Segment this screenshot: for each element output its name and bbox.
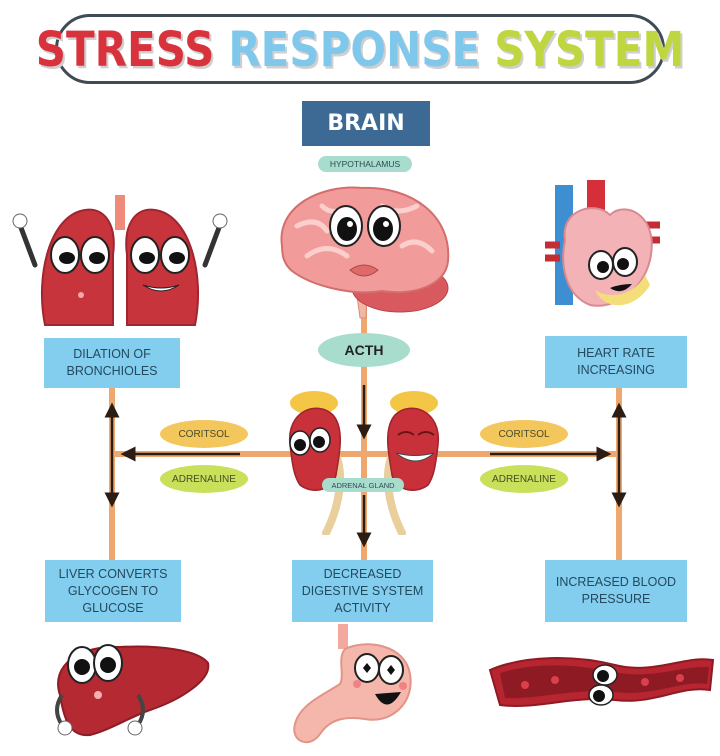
acth-hormone-label: ACTH xyxy=(318,333,410,367)
effect-box-digestive: DECREASED DIGESTIVE SYSTEM ACTIVITY xyxy=(292,560,433,622)
heart-icon xyxy=(545,180,660,307)
liver-icon xyxy=(55,644,210,737)
lungs-icon xyxy=(12,195,228,326)
effect-box-liver: LIVER CONVERTS GLYCOGEN TO GLUCOSE xyxy=(45,560,181,622)
adrenal-gland-label: ADRENAL GLAND xyxy=(322,478,404,492)
cortisol-label-right: CORITSOL xyxy=(480,420,568,448)
brain-label-box: BRAIN xyxy=(302,101,430,146)
brain-icon xyxy=(280,186,450,319)
title-word-response: RESPONSE xyxy=(228,20,481,78)
stomach-icon xyxy=(293,624,412,744)
title-word-stress: STRESS xyxy=(35,20,215,78)
adrenaline-label-right: ADRENALINE xyxy=(480,465,568,493)
effect-box-blood-pressure: INCREASED BLOOD PRESSURE xyxy=(545,560,687,622)
adrenaline-label-left: ADRENALINE xyxy=(160,465,248,493)
hypothalamus-label: HYPOTHALAMUS xyxy=(318,156,412,172)
title-banner: STRESS RESPONSE SYSTEM xyxy=(36,14,684,84)
effect-box-lungs: DILATION OF BRONCHIOLES xyxy=(44,338,180,388)
effect-box-heart: HEART RATE INCREASING xyxy=(545,336,687,388)
cortisol-label-left: CORITSOL xyxy=(160,420,248,448)
blood-vessel-icon xyxy=(488,657,715,707)
title-word-system: SYSTEM xyxy=(494,20,685,78)
kidneys-icon xyxy=(289,391,439,535)
